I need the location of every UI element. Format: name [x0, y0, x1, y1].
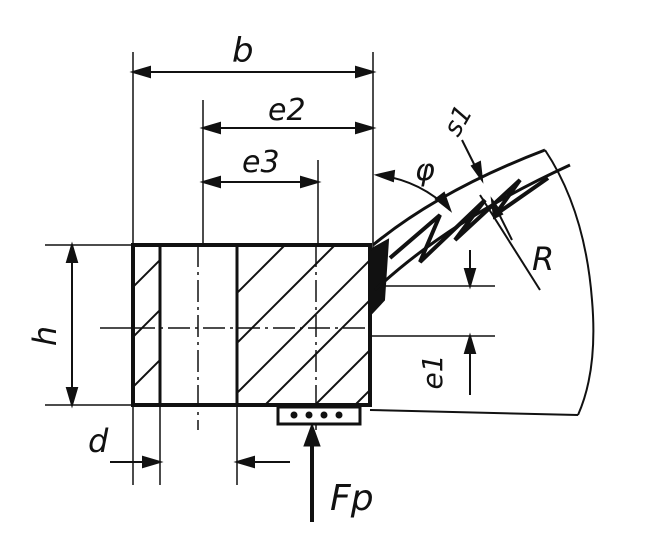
- label-e1: e1: [416, 354, 449, 389]
- radius-R-marker: [479, 194, 541, 291]
- extension-lines: [45, 52, 495, 485]
- dimension-lines: [65, 65, 477, 469]
- angle-phi-marker: [373, 169, 453, 213]
- section-outline: [131, 243, 372, 407]
- contact-pad: [276, 405, 362, 426]
- weld-and-plate: [369, 148, 595, 416]
- label-phi: φ: [415, 153, 435, 188]
- label-e2: e2: [268, 93, 306, 128]
- label-h: h: [26, 326, 64, 346]
- label-e3: e3: [242, 145, 280, 180]
- label-R: R: [532, 240, 554, 278]
- left-hatched-section: [133, 258, 160, 389]
- force-arrow: [303, 422, 321, 522]
- right-hatched-section: [237, 245, 370, 405]
- label-force: Fp: [330, 478, 374, 519]
- label-d: d: [88, 422, 109, 460]
- label-b: b: [232, 31, 254, 71]
- label-s1: s1: [438, 100, 479, 141]
- center-lines: [133, 245, 370, 430]
- thickness-s1-marker: [461, 139, 513, 241]
